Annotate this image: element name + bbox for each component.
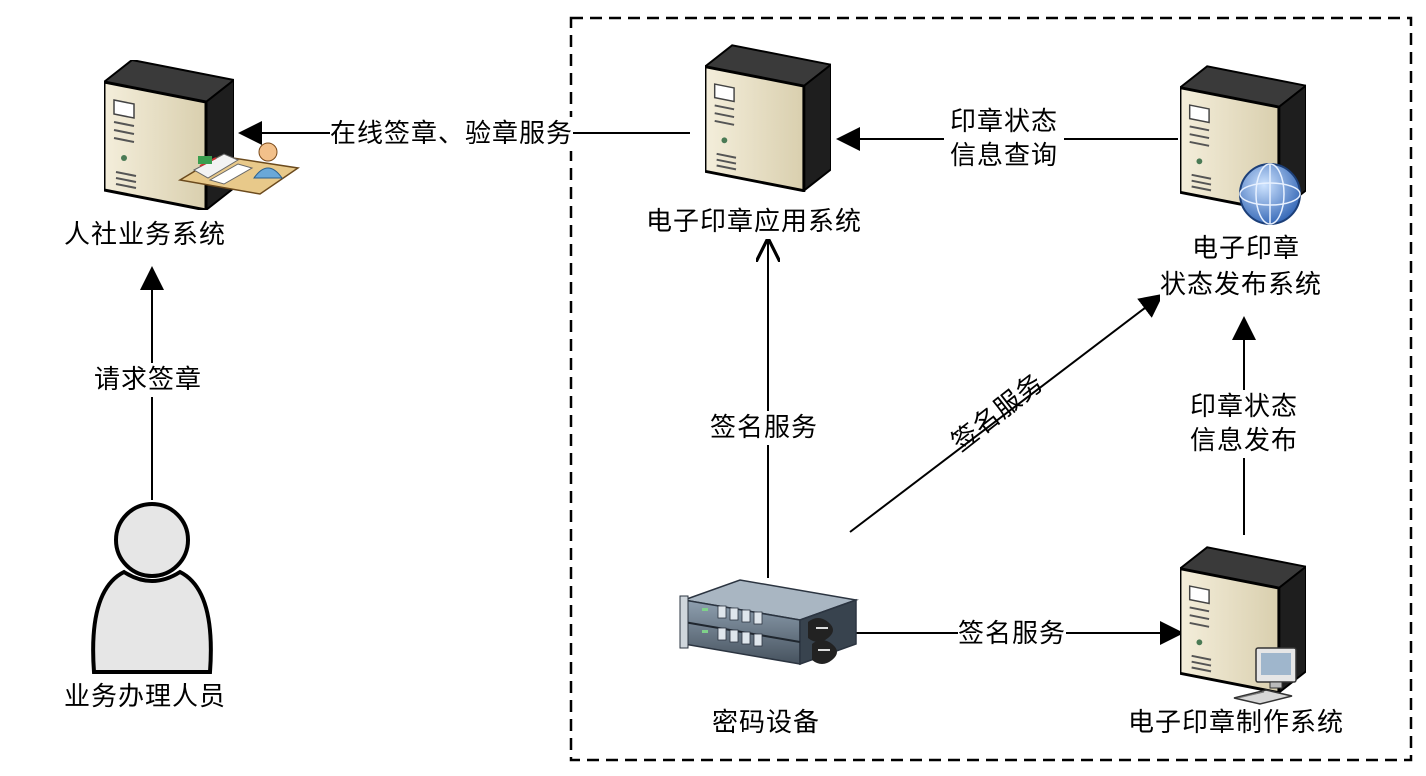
system-boundary <box>569 16 1413 762</box>
node-label-status-pub-line2: 状态发布系统 <box>1160 268 1323 302</box>
rack-device-icon <box>679 579 859 666</box>
node-label-hr-system: 人社业务系统 <box>64 218 227 252</box>
person-icon <box>91 502 213 674</box>
edge-label-sign-service-right: 签名服务 <box>958 617 1067 651</box>
node-label-make-system: 电子印章制作系统 <box>1128 706 1345 740</box>
node-label-crypto-device: 密码设备 <box>712 706 821 740</box>
operator-desk-icon <box>177 142 300 195</box>
node-label-app-system: 电子印章应用系统 <box>646 205 863 239</box>
node-label-operator: 业务办理人员 <box>64 680 227 714</box>
edge-sign-service-diag <box>849 293 1164 533</box>
globe-icon <box>1239 163 1301 225</box>
node-label-status-pub-line1: 电子印章 <box>1192 232 1301 266</box>
edge-label-status-query-line2: 信息查询 <box>944 139 1064 173</box>
edge-label-online-sign: 在线签章、验章服务 <box>330 117 574 151</box>
server-icon <box>705 44 831 192</box>
desktop-computer-icon <box>1233 647 1297 705</box>
edge-label-status-publish-line1: 印章状态 <box>1184 390 1304 424</box>
server-icon <box>104 60 234 210</box>
edge-label-status-publish-line2: 信息发布 <box>1184 424 1304 458</box>
edge-label-sign-service-up: 签名服务 <box>710 411 819 445</box>
edge-label-request-sign: 请求签章 <box>94 363 203 397</box>
edge-label-status-query-line1: 印章状态 <box>944 105 1064 139</box>
